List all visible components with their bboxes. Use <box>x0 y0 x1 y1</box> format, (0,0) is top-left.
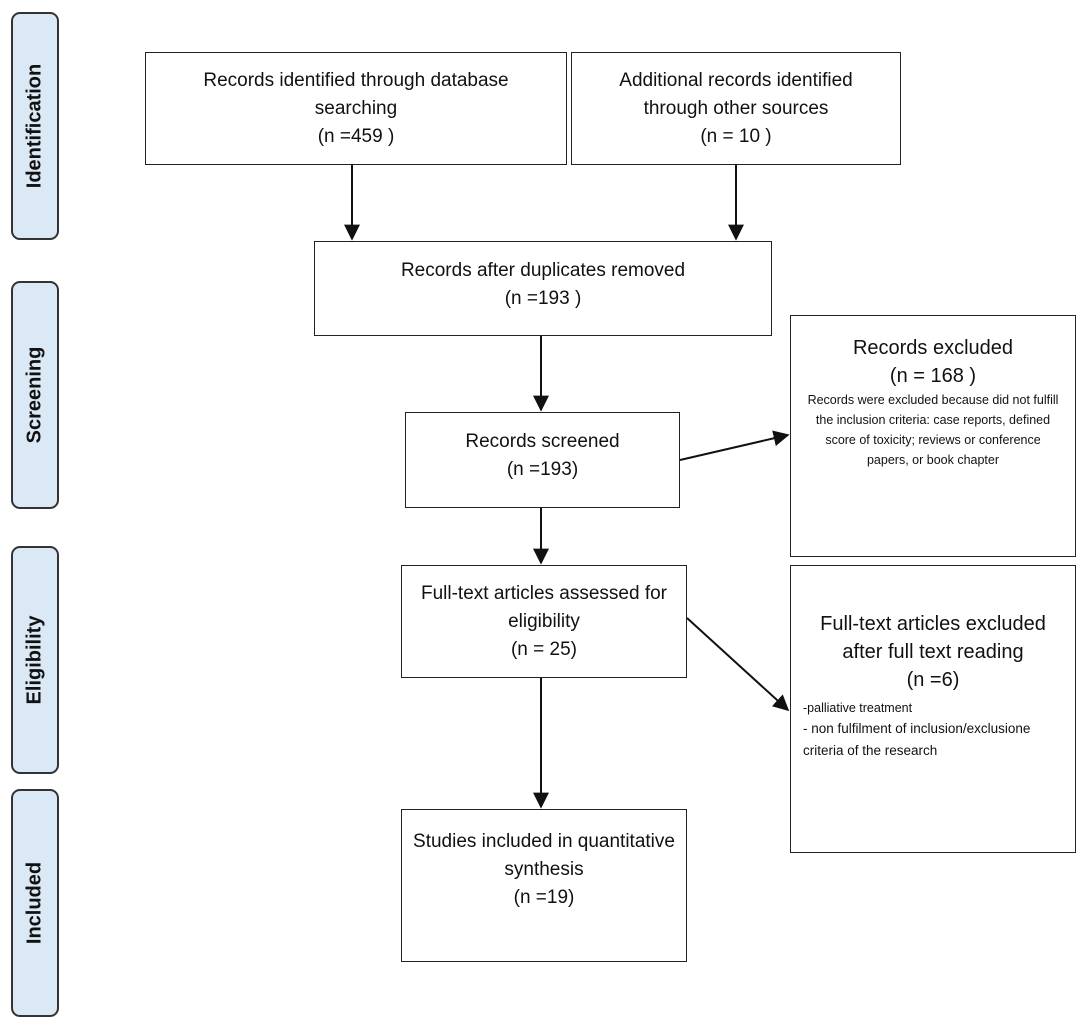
records-screened-title: Records screened <box>465 431 620 452</box>
records-excluded-note: Records were excluded because did not fu… <box>807 393 1059 467</box>
arrow-screened-to-excluded <box>679 430 790 461</box>
database-records-title: Records identified through database sear… <box>203 70 509 119</box>
full-text-assessed-title: Full-text articles assessed for eligibil… <box>420 583 668 632</box>
other-sources-count: (n = 10 ) <box>700 126 772 147</box>
records-screened-count: (n =193) <box>506 459 579 480</box>
studies-included-box: Studies included in quantitative synthes… <box>401 809 687 962</box>
records-screened-box: Records screened (n =193) <box>405 412 680 508</box>
records-excluded-title: Records excluded <box>852 337 1014 359</box>
phase-included: Included <box>11 789 59 1017</box>
studies-included-title: Studies included in quantitative synthes… <box>413 831 675 880</box>
arrow-full-text-to-excluded <box>686 617 790 712</box>
database-records-count: (n =459 ) <box>317 126 395 147</box>
full-text-excluded-box: Full-text articles excluded after full t… <box>790 565 1076 853</box>
full-text-excluded-count: (n =6) <box>906 669 960 691</box>
phase-identification: Identification <box>11 12 59 240</box>
full-text-excluded-reason-2: - non fulfilment of inclusion/exclusione… <box>803 721 1031 758</box>
duplicates-removed-title: Records after duplicates removed <box>400 260 686 281</box>
phase-screening: Screening <box>11 281 59 509</box>
full-text-excluded-reason-1: -palliative treatment <box>803 701 913 715</box>
phase-eligibility: Eligibility <box>11 546 59 774</box>
full-text-assessed-count: (n = 25) <box>510 639 577 660</box>
full-text-assessed-box: Full-text articles assessed for eligibil… <box>401 565 687 678</box>
studies-included-count: (n =19) <box>513 887 575 908</box>
records-excluded-count: (n = 168 ) <box>889 365 977 387</box>
other-sources-box: Additional records identified through ot… <box>571 52 901 165</box>
records-excluded-box: Records excluded (n = 168 ) Records were… <box>790 315 1076 557</box>
duplicates-removed-box: Records after duplicates removed (n =193… <box>314 241 772 336</box>
database-records-box: Records identified through database sear… <box>145 52 567 165</box>
duplicates-removed-count: (n =193 ) <box>504 288 582 309</box>
other-sources-title: Additional records identified through ot… <box>619 70 853 119</box>
full-text-excluded-title: Full-text articles excluded after full t… <box>820 613 1046 663</box>
